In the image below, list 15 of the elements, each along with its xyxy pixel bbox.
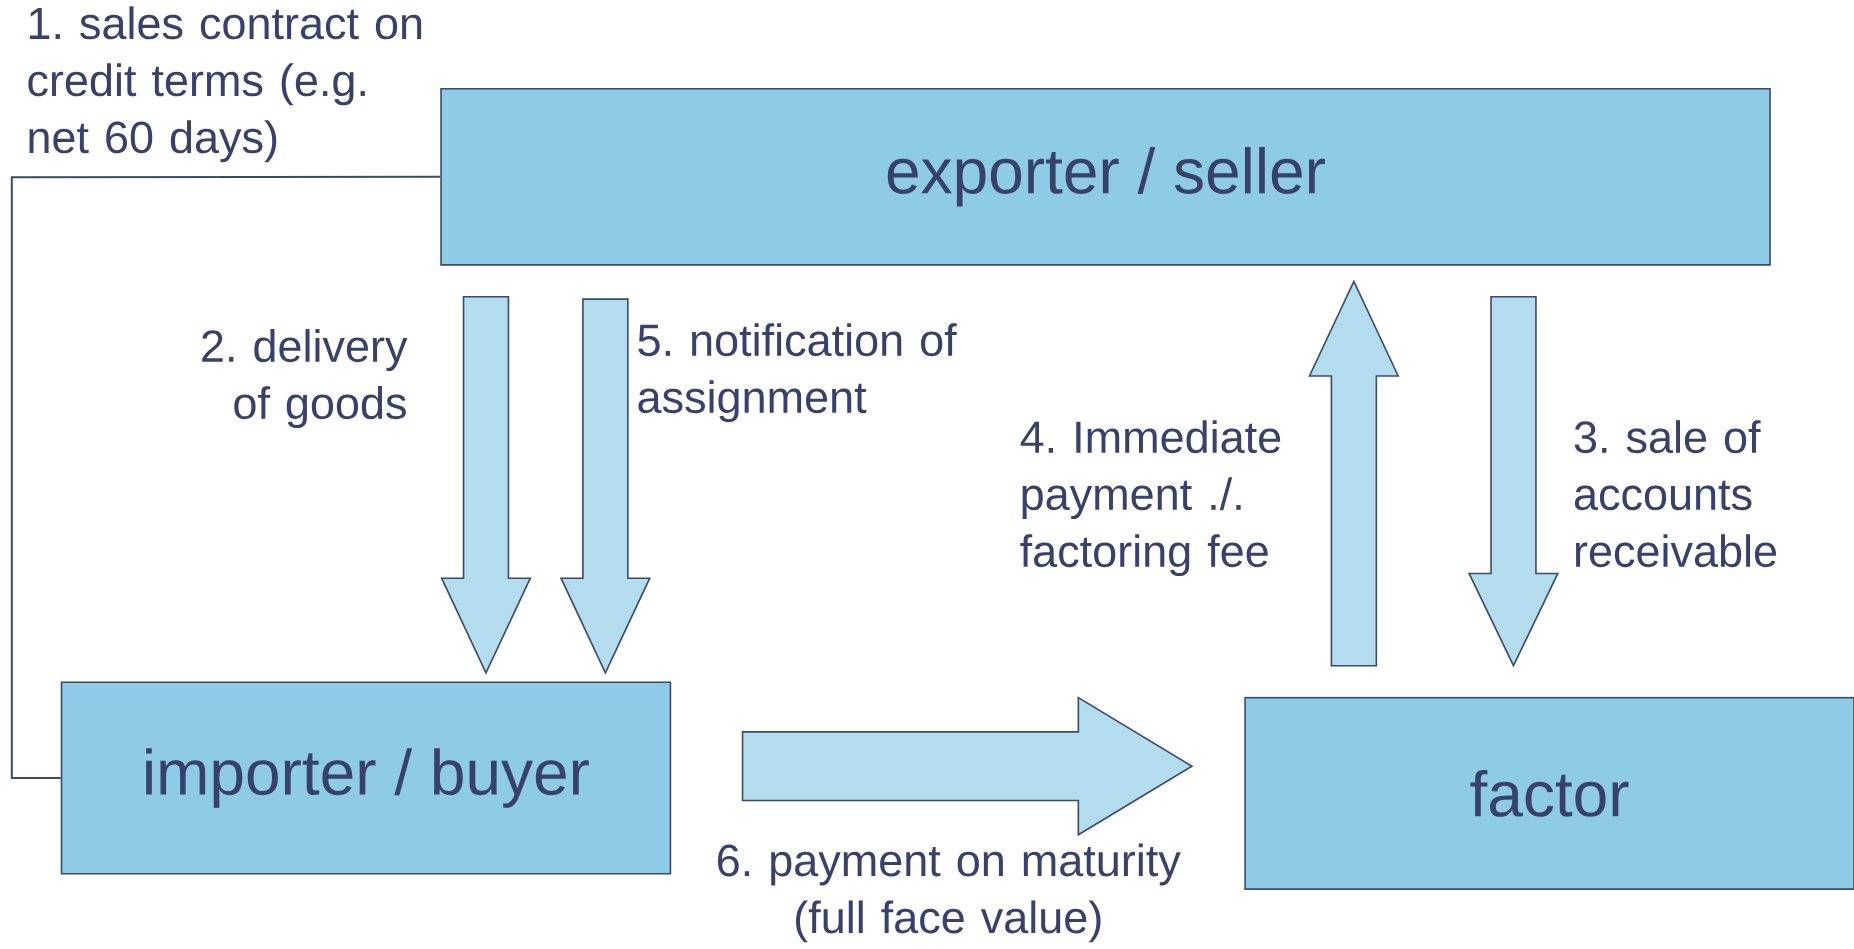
edge-label: 4. Immediate payment ./. factoring fee xyxy=(1020,419,1281,576)
block-arrow xyxy=(440,295,532,675)
block-arrow xyxy=(741,696,1194,836)
edge-label: 2. delivery of goods xyxy=(202,328,408,428)
edge-label: 1. sales contract on credit terms (e.g. net 60 days) xyxy=(28,6,422,163)
block-arrow xyxy=(1308,279,1400,667)
block-arrow xyxy=(1467,295,1560,668)
party-box: factor xyxy=(1244,696,1854,890)
party-box: importer / buyer xyxy=(60,681,672,875)
connector-line xyxy=(10,175,442,779)
edge-label: 6. payment on maturity (full face value) xyxy=(718,843,1181,943)
party-box: exporter / seller xyxy=(440,87,1771,266)
edge-label: 5. notification of assignment xyxy=(638,322,957,422)
edge-label: 3. sale of accounts receivable xyxy=(1574,419,1777,567)
block-arrow xyxy=(559,298,651,675)
